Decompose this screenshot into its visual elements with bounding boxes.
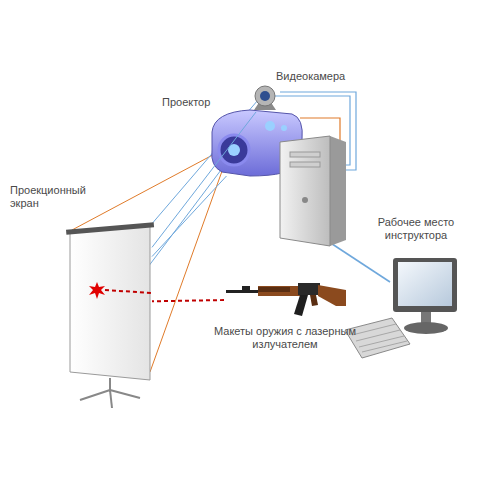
projection-line <box>152 112 256 247</box>
pc-tower <box>280 136 346 246</box>
workstation-node: Рабочее место инструктора <box>384 256 460 332</box>
weapon-node: Макеты оружия с лазерным излучателем <box>224 281 348 317</box>
component-label: Проекционный экран <box>10 184 96 210</box>
laser-hit <box>89 282 152 299</box>
projection-line <box>152 176 226 257</box>
projector-node: Проектор <box>210 110 304 176</box>
component-label: Видеокамера <box>276 70 366 83</box>
component-label: Проектор <box>162 96 232 109</box>
rifle-model <box>226 283 346 316</box>
webcam <box>254 86 276 110</box>
component-label: Макеты оружия с лазерным излучателем <box>210 325 360 351</box>
instructor-workstation <box>345 258 457 358</box>
component-label: Рабочее место инструктора <box>368 216 464 242</box>
camera-node: Видеокамера <box>252 86 280 112</box>
projection-screen <box>66 222 154 408</box>
laser-beam <box>152 300 224 301</box>
screen-node: Проекционный экран <box>68 226 152 378</box>
